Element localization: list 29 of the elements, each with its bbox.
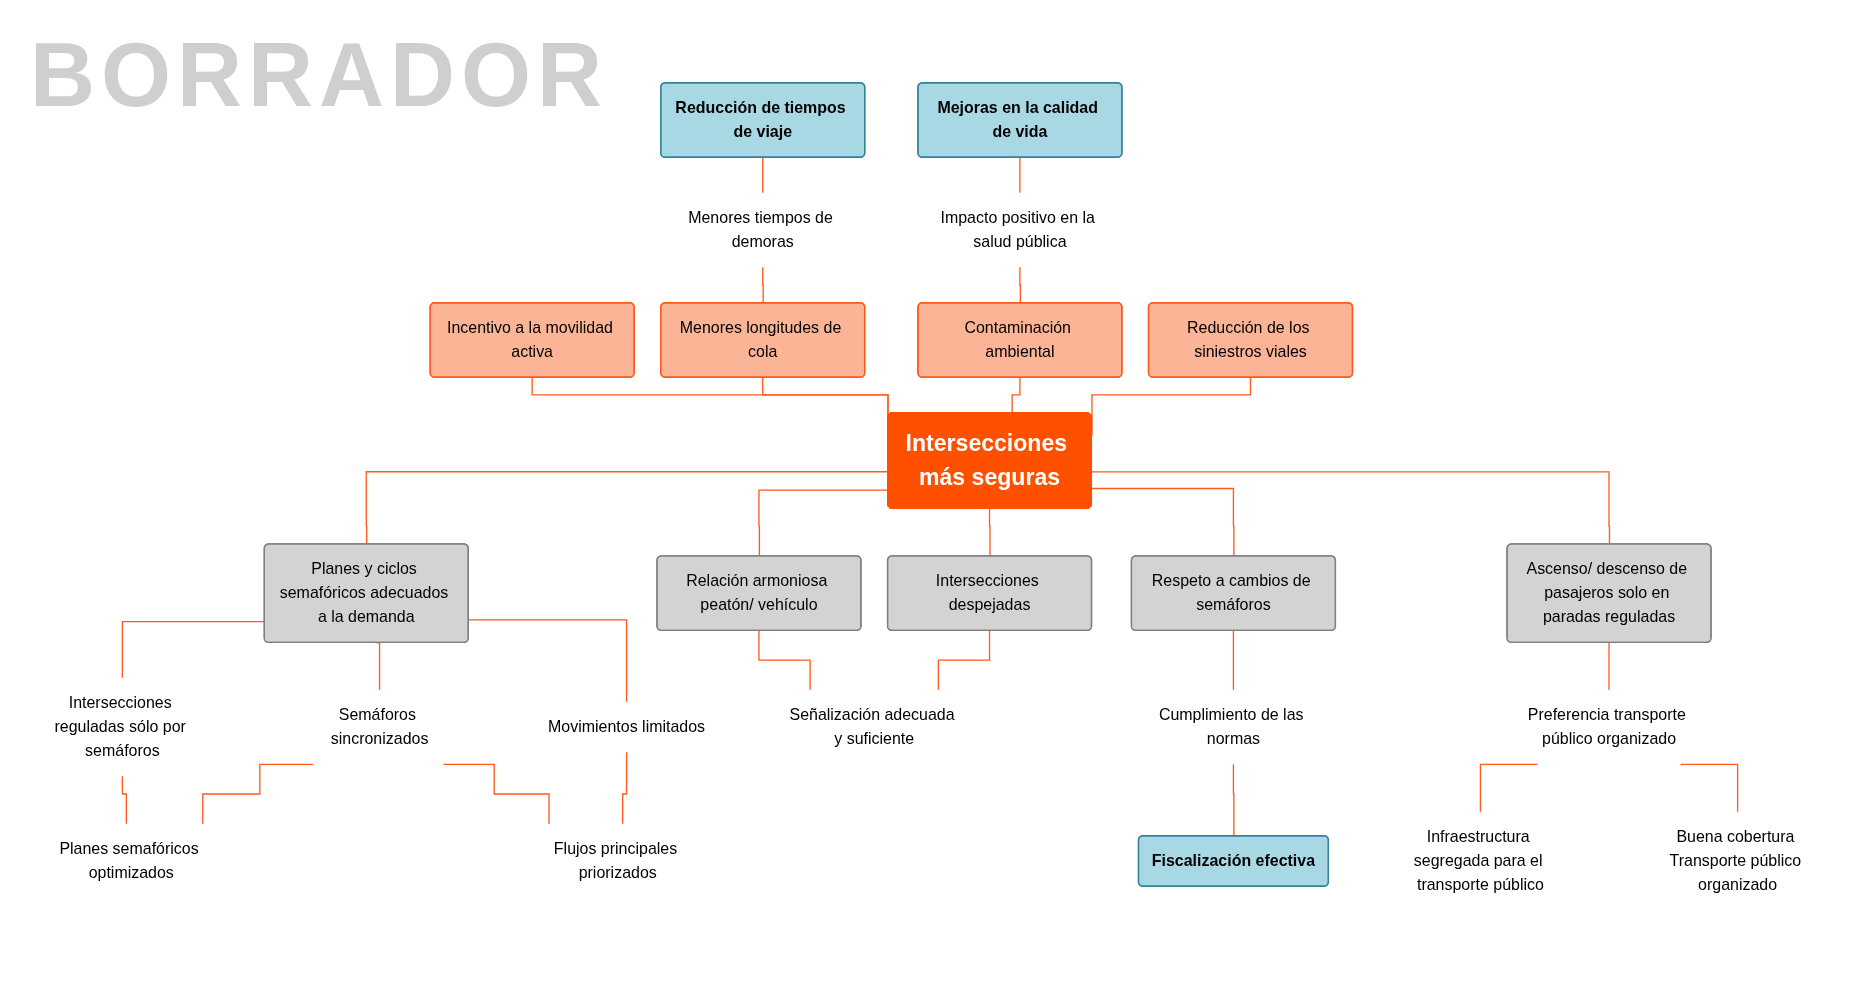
connector (1011, 377, 1022, 414)
node-text: Impacto positivo en la salud pública (940, 208, 1095, 251)
connector (442, 763, 550, 825)
connector (1019, 266, 1022, 304)
connector (622, 751, 628, 825)
node-text: Menores tiempos de demoras (688, 208, 833, 251)
node-text: Señalización adecuada y suficiente (789, 705, 955, 748)
connector (1679, 763, 1739, 813)
node-text: Movimientos limitados (548, 717, 706, 736)
node-text: Cumplimiento de las normas (1158, 705, 1304, 748)
connector (937, 630, 991, 691)
connector (1232, 630, 1235, 691)
connector (1019, 157, 1022, 194)
connector (121, 775, 127, 825)
node-text: Preferencia transporte público organizado (1527, 705, 1686, 748)
connector (468, 619, 628, 703)
node-text: Planes semafóricos optimizados (59, 839, 199, 882)
node-text: Semáforos sincronizados (330, 705, 429, 748)
node-text: Infraestructura segregada para el transporte público (1413, 827, 1544, 894)
connector (1232, 763, 1235, 837)
node-text: Intersecciones reguladas sólo por semáforos (54, 693, 186, 760)
node-text: Buena cobertura Transporte público organizado (1669, 827, 1802, 894)
connector (1608, 642, 1611, 691)
connector (202, 763, 314, 825)
node-text: Flujos principales priorizados (553, 839, 678, 882)
connector (1479, 763, 1539, 813)
connector (762, 266, 764, 304)
connector (758, 630, 811, 691)
connector (762, 157, 764, 194)
